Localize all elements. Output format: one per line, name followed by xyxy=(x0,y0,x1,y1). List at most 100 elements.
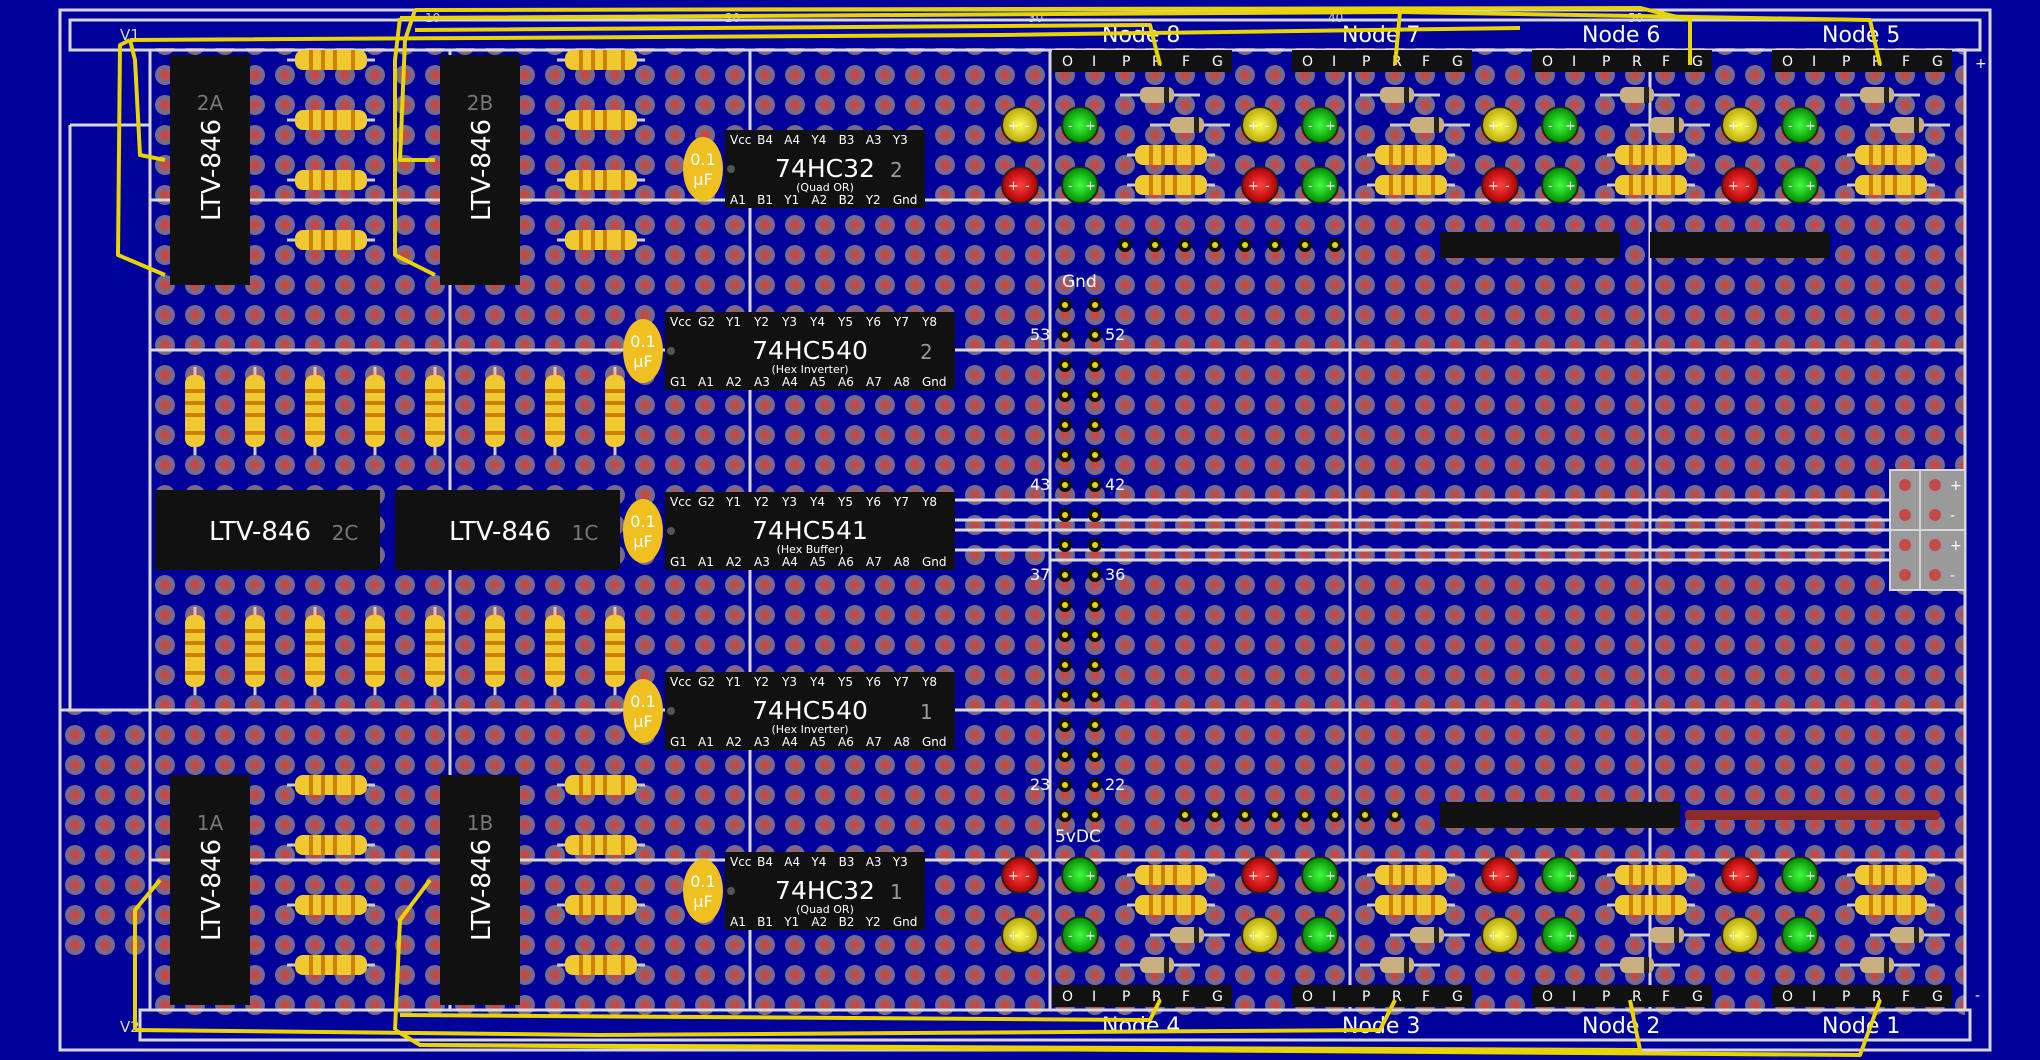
led-sign: - xyxy=(1548,929,1553,944)
resistor-band xyxy=(1431,145,1435,165)
opto-tag: 1C xyxy=(572,521,599,545)
header-pin-core xyxy=(1302,812,1308,818)
rail-plus-top: + xyxy=(1975,56,1987,72)
node-label-top: Node 7 xyxy=(1342,23,1420,48)
led-yellow: +- xyxy=(1001,916,1039,954)
connector-pin-label: P xyxy=(1842,54,1850,70)
led-green: -+ xyxy=(1541,916,1579,954)
led-green: -+ xyxy=(1781,166,1819,204)
connector-pin-label: R xyxy=(1872,54,1882,70)
led-body xyxy=(1001,106,1039,144)
rail-minus-bottom: - xyxy=(1975,988,1980,1004)
led-sign: - xyxy=(1548,179,1553,194)
connector-pin-label: R xyxy=(1152,54,1162,70)
resistor-band xyxy=(621,50,625,70)
resistor-body xyxy=(185,375,205,447)
led-sign: - xyxy=(1308,929,1313,944)
resistor-band xyxy=(485,389,505,393)
ic-pin-label: Y3 xyxy=(892,855,908,869)
resistor-band xyxy=(351,170,355,190)
resistor-band xyxy=(579,895,583,915)
resistor-band xyxy=(579,110,583,130)
connector-pin-label: O xyxy=(1542,989,1553,1005)
led-sign: - xyxy=(1308,869,1313,884)
ic-pin-label: A5 xyxy=(810,555,826,569)
resistor-band xyxy=(603,230,607,250)
led-green: -+ xyxy=(1781,916,1819,954)
resistor-band xyxy=(1431,865,1435,885)
resistor-body xyxy=(295,835,367,855)
resistor-band xyxy=(603,895,607,915)
resistor-band xyxy=(245,629,265,633)
resistor-band xyxy=(605,389,625,393)
led-body xyxy=(1721,106,1759,144)
led-body xyxy=(1001,166,1039,204)
resistor-band xyxy=(1629,175,1633,195)
opto-2b: LTV-846 2B xyxy=(440,55,520,285)
led-body xyxy=(1241,166,1279,204)
ic-notch xyxy=(727,165,735,173)
resistor-band xyxy=(425,413,445,417)
resistor xyxy=(1607,865,1695,885)
connector-pin-label: I xyxy=(1332,54,1336,70)
ic-pin-label: G1 xyxy=(670,375,687,389)
resistor-band xyxy=(1149,865,1153,885)
capacitor-body xyxy=(623,499,663,563)
node-label-bottom: Node 4 xyxy=(1102,1014,1180,1039)
resistor-band xyxy=(245,671,265,675)
connector-pin-label: R xyxy=(1632,989,1642,1005)
resistor-band xyxy=(545,413,565,417)
led-sign: + xyxy=(1085,119,1096,134)
connector-pin-label: G xyxy=(1452,54,1463,70)
led-body xyxy=(1001,916,1039,954)
resistor-band xyxy=(425,671,445,675)
led-sign: - xyxy=(1068,869,1073,884)
ic-pin-label: Y2 xyxy=(753,495,769,509)
led-sign: - xyxy=(1025,869,1030,884)
resistor-band xyxy=(425,431,445,435)
header-pin-core xyxy=(1152,242,1158,248)
resistor-body xyxy=(295,895,367,915)
resistor-band xyxy=(309,110,313,130)
resistor-band xyxy=(305,389,325,393)
resistor-body xyxy=(1135,865,1207,885)
resistor-band xyxy=(1881,145,1885,165)
capacitor-body xyxy=(683,859,723,923)
ic-pin-label: A4 xyxy=(782,555,798,569)
resistor-band xyxy=(185,431,205,435)
diode xyxy=(1150,927,1230,943)
header-pin-core xyxy=(1332,812,1338,818)
header-pin-core xyxy=(1092,812,1098,818)
resistor-band xyxy=(1911,175,1915,195)
ic-pin-label: A2 xyxy=(811,915,827,929)
resistor-band xyxy=(1401,895,1405,915)
led-sign: + xyxy=(1565,119,1576,134)
header-pin-core xyxy=(1092,332,1098,338)
opto-2c: LTV-846 2C xyxy=(155,490,380,570)
ic-part-number: 74HC32 xyxy=(775,154,875,183)
resistor-band xyxy=(1401,145,1405,165)
led-body xyxy=(1061,916,1099,954)
resistor-band xyxy=(621,955,625,975)
opto-2a: LTV-846 2A xyxy=(170,55,250,285)
resistor-band xyxy=(591,110,595,130)
led-red: +- xyxy=(1481,166,1519,204)
resistor-band xyxy=(545,671,565,675)
diode xyxy=(1360,957,1440,973)
led-sign: + xyxy=(1085,179,1096,194)
led-body xyxy=(1061,856,1099,894)
resistor-band xyxy=(605,401,625,405)
ic-pin-label: A3 xyxy=(754,735,770,749)
resistor xyxy=(1607,895,1695,915)
led-body xyxy=(1781,856,1819,894)
led-body xyxy=(1781,916,1819,954)
led-sign: - xyxy=(1265,929,1270,944)
power-terminal: + - + - xyxy=(1889,469,1966,591)
resistor-band xyxy=(579,775,583,795)
header-pin-core xyxy=(1182,242,1188,248)
resistor xyxy=(485,607,505,695)
connector-pin-label: O xyxy=(1782,989,1793,1005)
opto-tag: 2B xyxy=(467,91,493,115)
resistor-body xyxy=(605,615,625,687)
